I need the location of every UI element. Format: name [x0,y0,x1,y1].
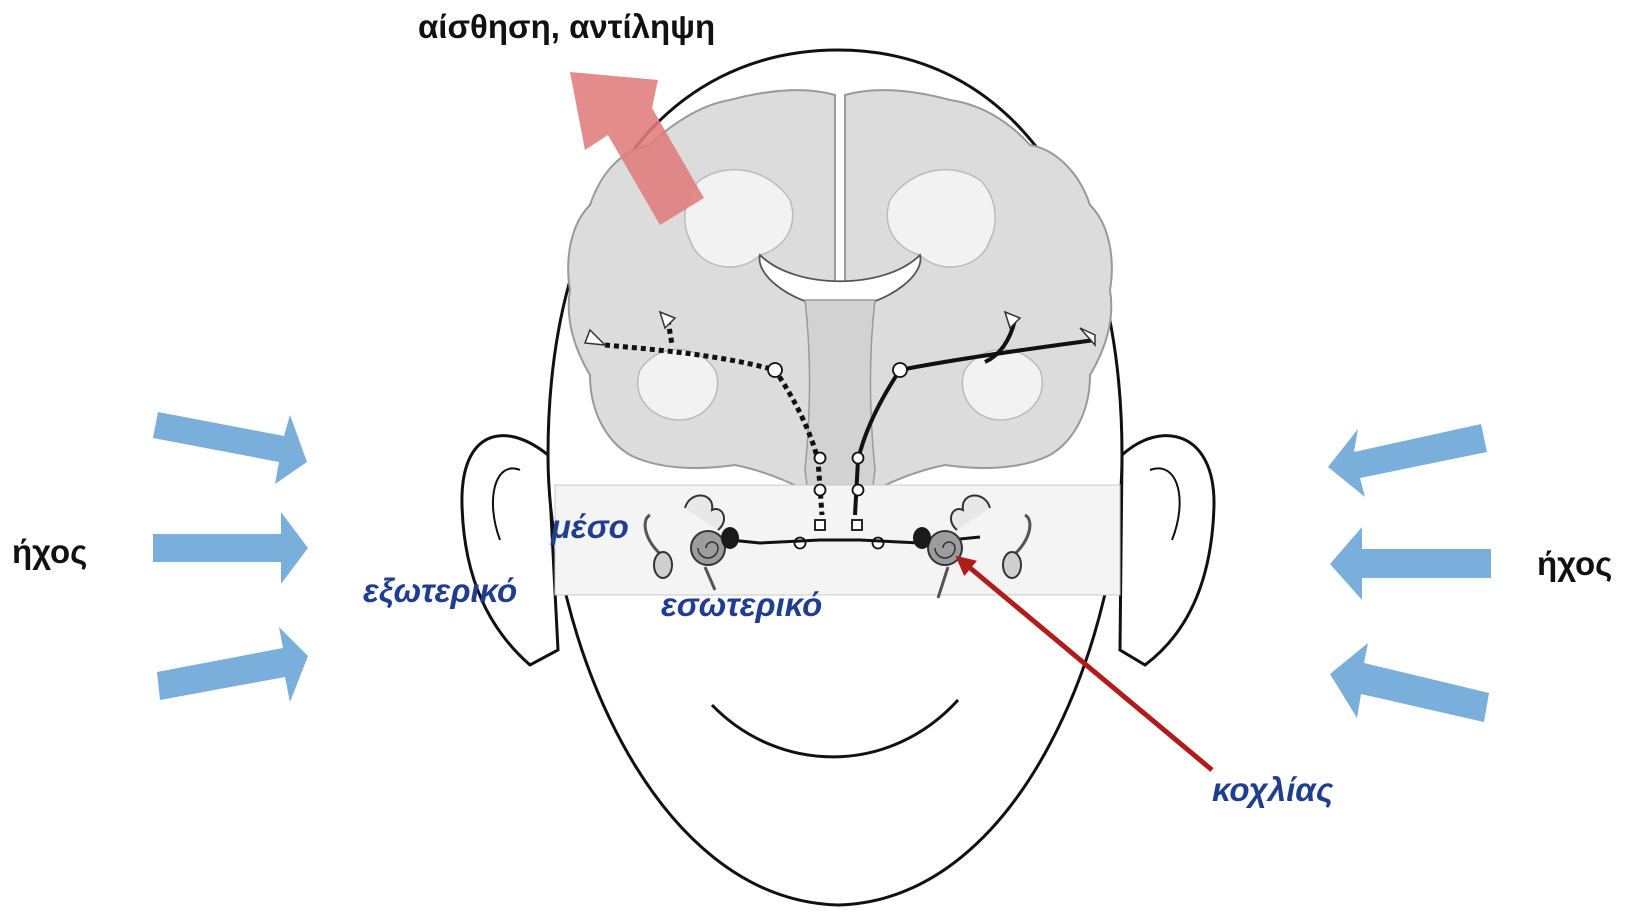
sound-label-right: ήχος [1537,545,1612,583]
sound-arrow-right-1 [1328,424,1487,497]
middle-ear-label: μέσο [551,508,629,546]
sound-arrow-left-2 [153,512,308,584]
sound-arrow-right-3 [1330,643,1489,722]
outer-ear-label: εξωτερικό [363,572,517,610]
sound-arrow-left-3 [157,627,308,702]
left-ear [462,436,558,665]
sound-arrows-right [1328,424,1491,722]
perception-label: αίσθηση, αντίληψη [418,8,715,46]
sound-arrows-left [153,412,308,702]
sound-arrow-right-2 [1330,527,1491,600]
sound-arrow-left-1 [153,412,307,484]
cochlea-label: κοχλίας [1212,771,1333,809]
sound-label-left: ήχος [12,533,87,571]
inner-ear-label: εσωτερικό [661,586,822,624]
left-cochlea [691,531,725,565]
right-cochlea [928,531,962,565]
